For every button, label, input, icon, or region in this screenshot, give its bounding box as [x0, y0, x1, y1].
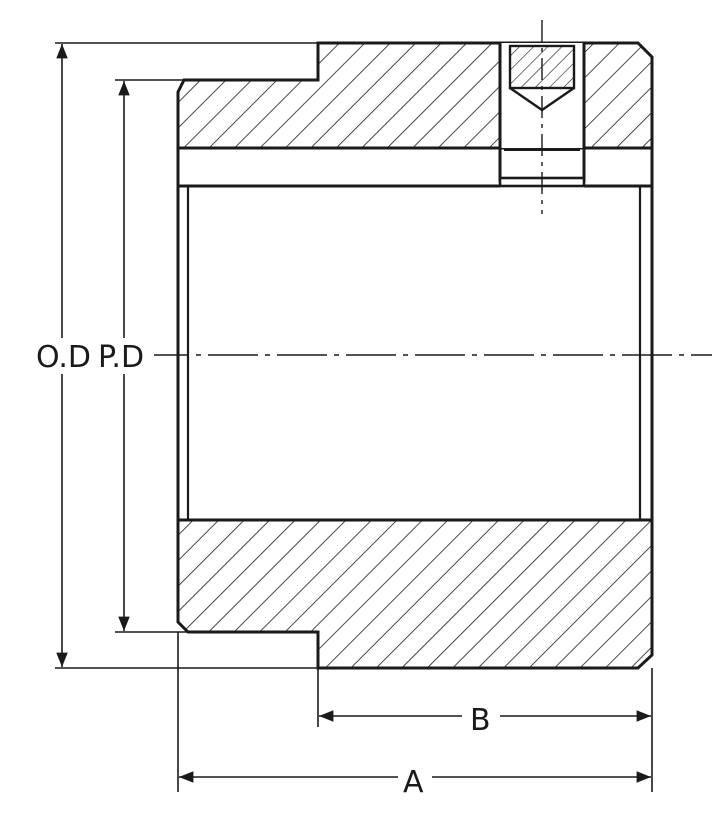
pd-label: P.D	[98, 340, 144, 375]
dimension-labels: O.D P.D B A	[36, 340, 491, 800]
a-label: A	[403, 765, 424, 800]
od-label: O.D	[36, 340, 91, 375]
bottom-section-wall	[176, 518, 654, 670]
dimension-lines	[55, 42, 653, 792]
bore-outline	[176, 148, 654, 520]
b-label: B	[470, 703, 491, 738]
top-section-wall	[176, 20, 654, 214]
